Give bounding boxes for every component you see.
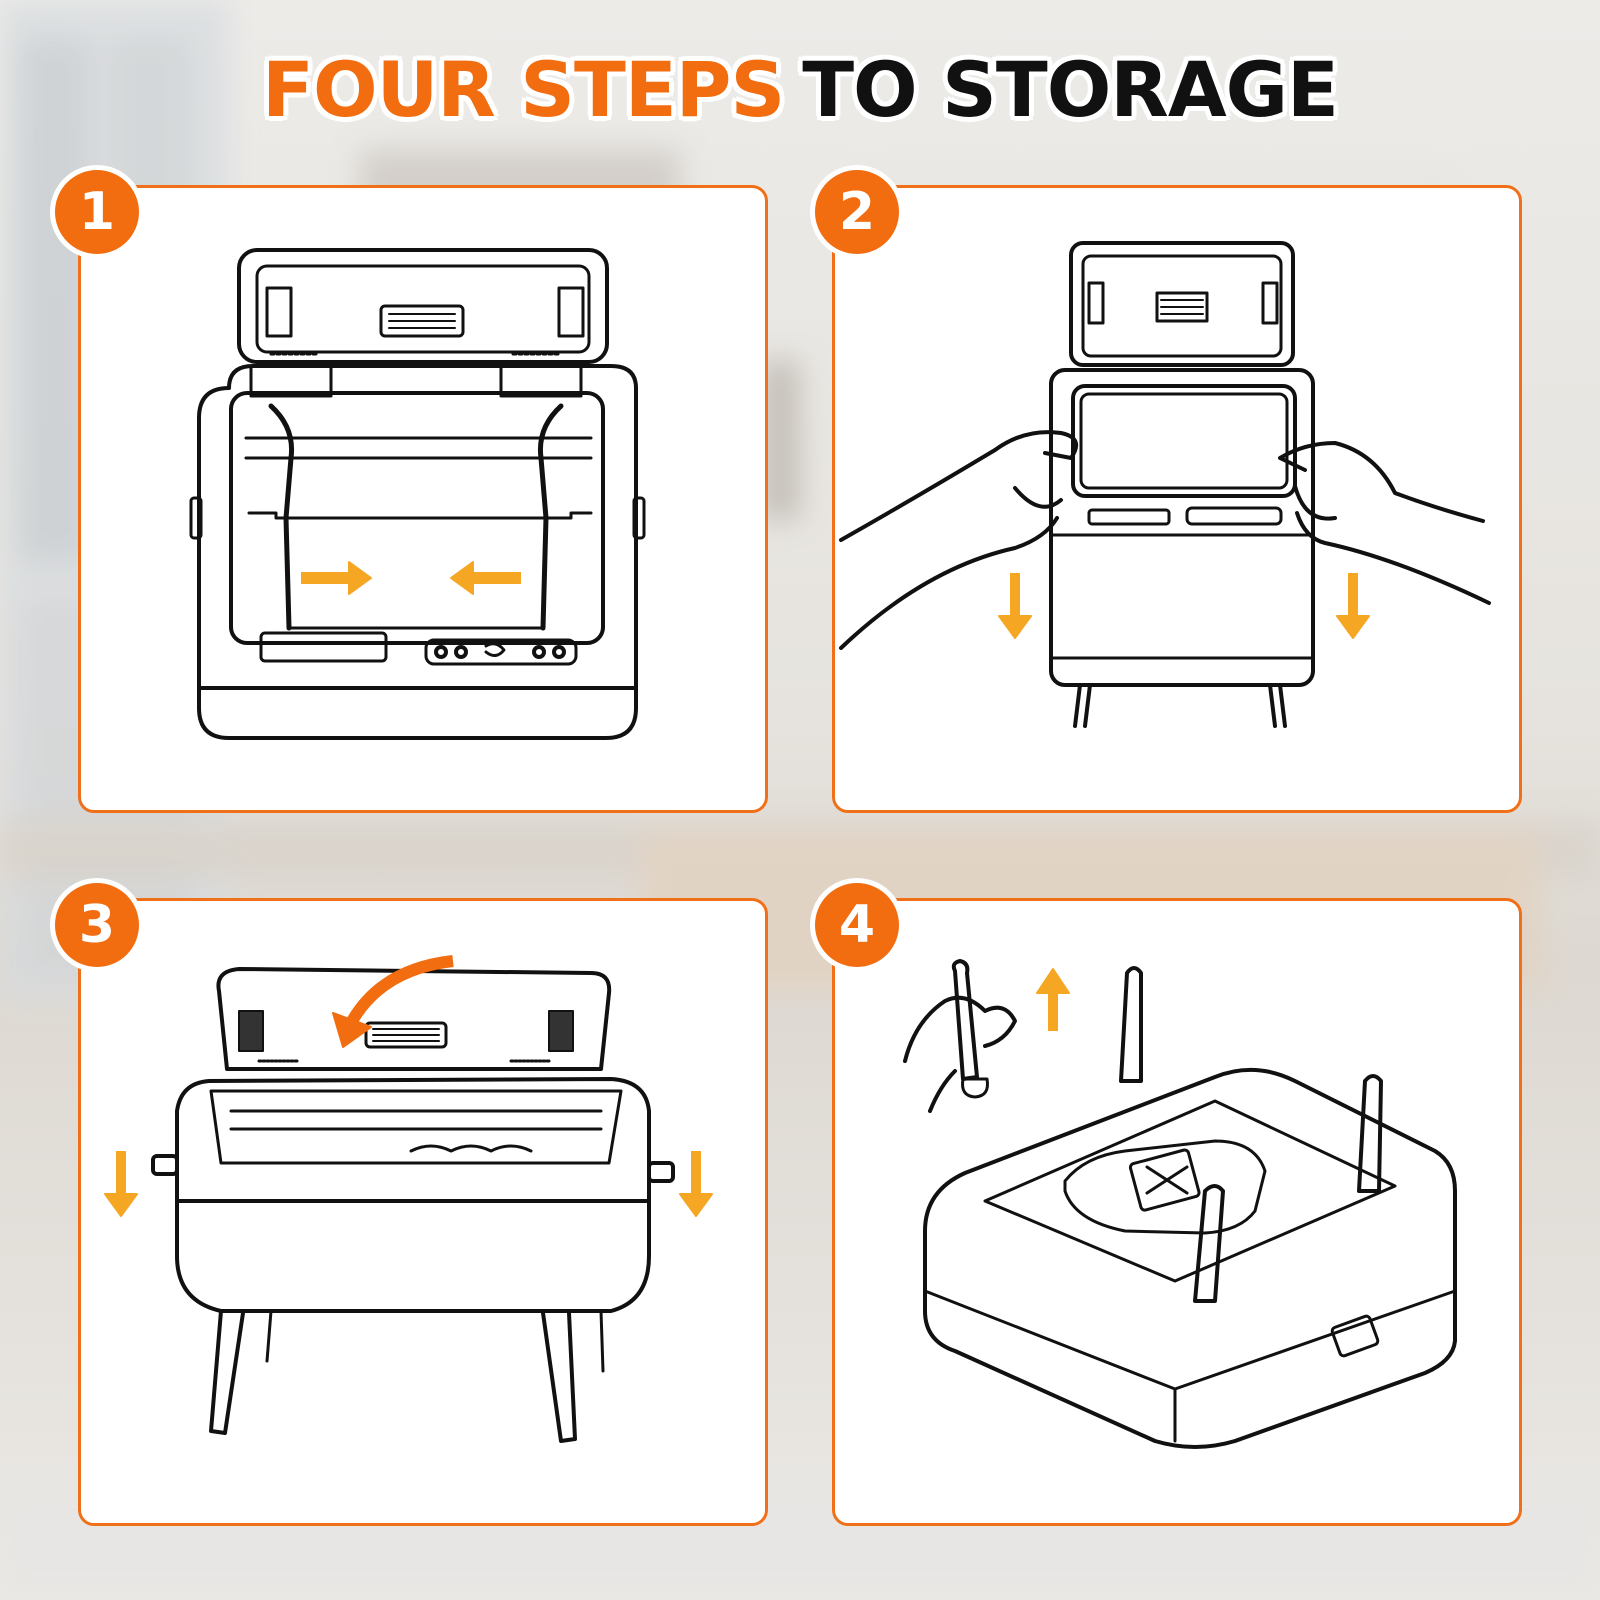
step-4-illustration (903, 959, 1457, 1449)
step-1-illustration (189, 248, 646, 740)
step-4-badge: 4 (810, 878, 904, 972)
step-2-illustration (839, 241, 1491, 728)
step-2-panel (832, 185, 1522, 813)
step-1-badge: 1 (50, 165, 144, 259)
step-4-panel (832, 898, 1522, 1526)
step-3-panel (78, 898, 768, 1526)
headline-accent: FOUR STEPS (262, 45, 785, 134)
headline-rest: TO STORAGE (802, 45, 1339, 134)
step-2-badge: 2 (810, 165, 904, 259)
step-3-illustration (104, 955, 713, 1443)
step-3-badge: 3 (50, 878, 144, 972)
step-1-panel (78, 185, 768, 813)
